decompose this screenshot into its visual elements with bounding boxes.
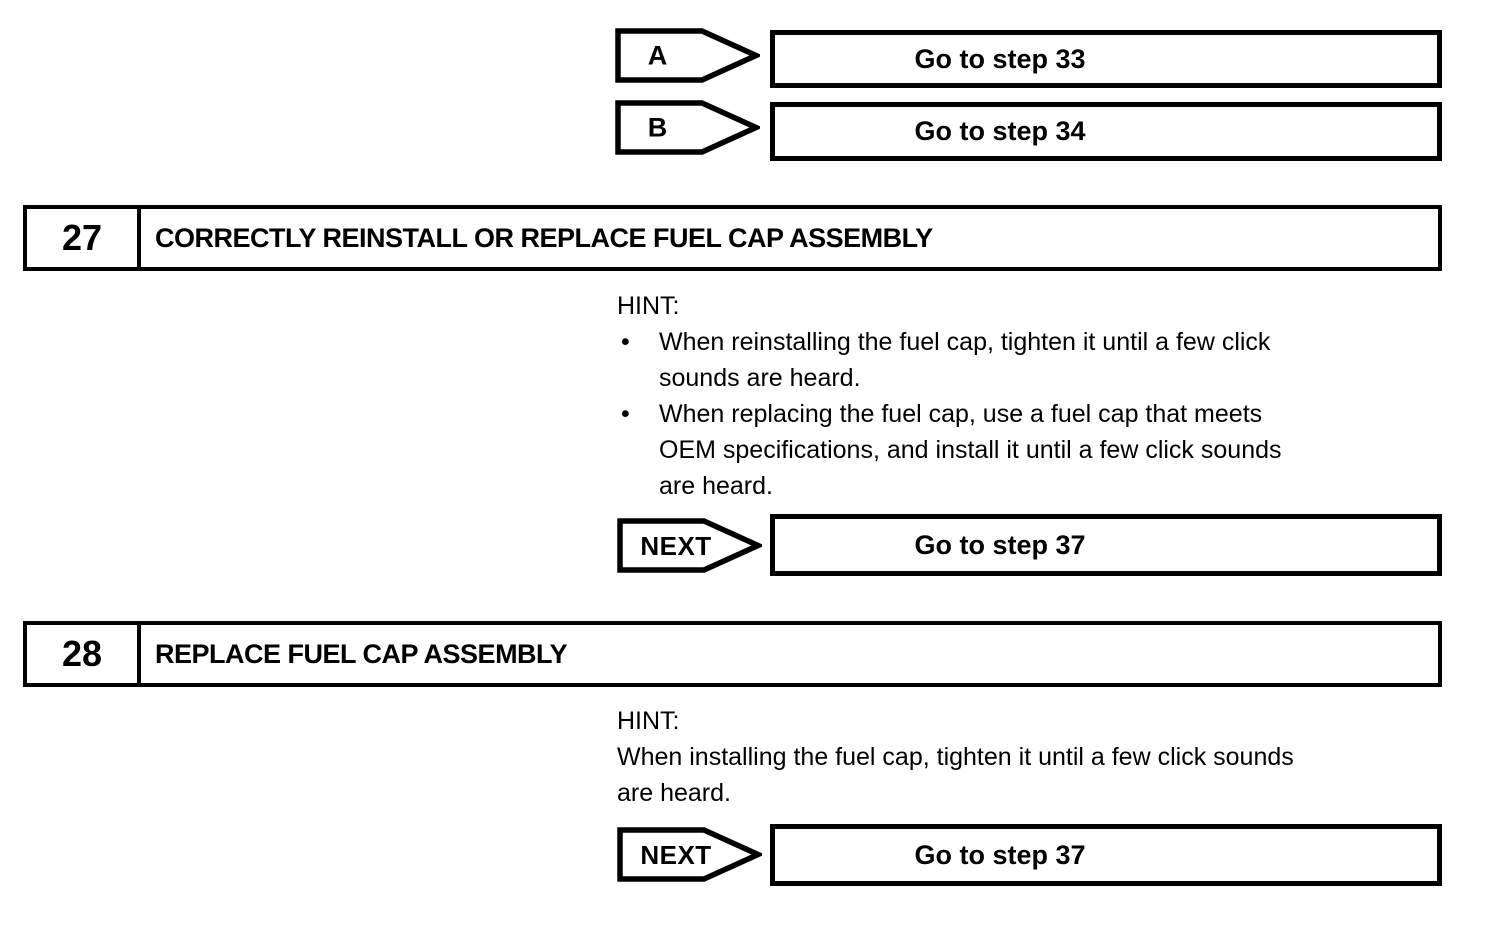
branch-pointer-b: B xyxy=(615,100,760,155)
branch-label-b: B xyxy=(647,112,668,142)
action-label: Go to step 33 xyxy=(914,43,1086,74)
action-box-next: Go to step 37 xyxy=(770,824,1442,886)
hint-line: are heard. xyxy=(617,779,731,807)
hint-line: When replacing the fuel cap, use a fuel … xyxy=(659,400,1263,428)
step-28-header: 28 REPLACE FUEL CAP ASSEMBLY xyxy=(23,621,1442,687)
bullet-icon: • xyxy=(621,400,630,428)
action-label: Go to step 37 xyxy=(914,529,1086,560)
step-28-hint: HINT: When installing the fuel cap, tigh… xyxy=(617,703,1294,811)
branch-row-b: B Go to step 34 xyxy=(615,100,1443,162)
next-pointer: NEXT xyxy=(617,518,762,573)
hint-line: OEM specifications, and install it until… xyxy=(659,436,1282,464)
action-box-a: Go to step 33 xyxy=(770,30,1442,88)
action-box-b: Go to step 34 xyxy=(770,102,1442,161)
hint-line: are heard. xyxy=(659,472,773,500)
step-number: 27 xyxy=(27,209,141,267)
hint-label: HINT: xyxy=(617,707,680,735)
step-title: REPLACE FUEL CAP ASSEMBLY xyxy=(155,638,568,669)
hint-bullet-text: When reinstalling the fuel cap, tighten … xyxy=(659,324,1282,396)
arrow-pentagon-icon xyxy=(617,827,762,882)
next-label: NEXT xyxy=(640,530,712,561)
action-label: Go to step 34 xyxy=(914,116,1086,146)
branch-pointer-a: A xyxy=(615,28,760,83)
arrow-pentagon-icon xyxy=(617,518,762,573)
step-27-hint: HINT: • When reinstalling the fuel cap, … xyxy=(617,288,1282,504)
step-27-header: 27 CORRECTLY REINSTALL OR REPLACE FUEL C… xyxy=(23,205,1442,271)
step-title: CORRECTLY REINSTALL OR REPLACE FUEL CAP … xyxy=(155,222,933,253)
arrow-pentagon-icon xyxy=(615,100,760,155)
action-label: Go to step 37 xyxy=(914,839,1086,870)
branch-row-a: A Go to step 33 xyxy=(615,28,1443,90)
hint-line: sounds are heard. xyxy=(659,364,861,392)
action-box-next: Go to step 37 xyxy=(770,514,1442,576)
hint-line: When reinstalling the fuel cap, tighten … xyxy=(659,328,1271,356)
hint-label: HINT: xyxy=(617,292,680,320)
hint-bullet-item: • When replacing the fuel cap, use a fue… xyxy=(617,396,1282,504)
step-number: 28 xyxy=(27,625,141,683)
hint-bullet-text: When replacing the fuel cap, use a fuel … xyxy=(659,396,1282,504)
next-label: NEXT xyxy=(640,839,712,870)
hint-line: When installing the fuel cap, tighten it… xyxy=(617,743,1294,771)
arrow-pentagon-icon xyxy=(615,28,760,83)
bullet-icon: • xyxy=(621,328,630,356)
next-pointer: NEXT xyxy=(617,827,762,882)
step-28-next-row: NEXT Go to step 37 xyxy=(615,824,1443,888)
branch-label-a: A xyxy=(647,40,668,70)
step-27-next-row: NEXT Go to step 37 xyxy=(615,514,1443,578)
hint-bullet-item: • When reinstalling the fuel cap, tighte… xyxy=(617,324,1282,396)
